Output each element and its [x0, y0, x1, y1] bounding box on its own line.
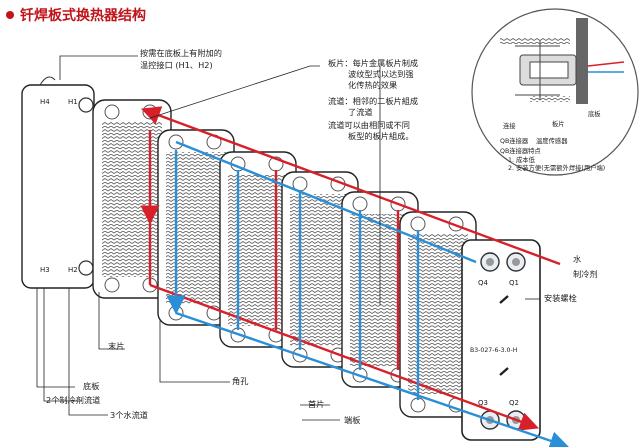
cover-plate	[461, 239, 541, 441]
inset-feature-1: 1. 成本低	[508, 155, 536, 164]
port-h2	[78, 260, 94, 276]
inset-label-plate: 板片	[552, 119, 565, 128]
callout-refrigerant-channels: 2个制冷剂流道	[46, 395, 100, 405]
refrigerant-flow	[140, 106, 561, 431]
label-h4: H4	[40, 98, 50, 106]
inset-features-title: QB连接器特点	[500, 146, 541, 155]
temp-sensor-body	[529, 61, 569, 79]
inset-label-qb-connector: QB连接器	[500, 136, 529, 145]
inset-label-temp-sensor: 温度传感器	[536, 136, 568, 145]
callout-cover-plate: 端板	[344, 415, 360, 425]
callout-channel-4: 板型的板片組成。	[348, 131, 414, 141]
water-flow	[166, 140, 570, 447]
callout-mounting-stud: 安装螺栓	[544, 293, 577, 303]
callout-channel-3: 流道可以由相同或不同	[328, 120, 410, 130]
label-h2: H2	[68, 266, 78, 274]
diagram-title: 钎焊板式换热器结构	[6, 5, 146, 25]
callout-channel-1: 流道：相邻的二板片組成	[328, 96, 418, 106]
model-code: B3-027-6-3.0-H	[470, 347, 518, 354]
mounting-stud-top	[499, 295, 509, 304]
callout-refrigerant: 制冷剂	[573, 269, 598, 279]
label-q1: Q1	[509, 279, 519, 287]
callout-corner-hole: 角孔	[232, 376, 248, 386]
callout-channel-2: 了流道	[348, 107, 373, 117]
label-h1: H1	[68, 98, 78, 106]
label-q2: Q2	[509, 399, 519, 407]
callout-end-plate: 末片	[108, 341, 124, 351]
qb-connector-inset: 连接 板片 底板 QB连接器 温度传感器 QB连接器特点 1. 成本低 2. 安…	[471, 8, 639, 176]
callout-top-plate: 首片	[308, 399, 324, 409]
callout-water: 水	[573, 254, 581, 264]
inset-label-base-plate: 底板	[588, 109, 601, 118]
title-bullet	[6, 11, 14, 19]
base-plate	[21, 76, 95, 289]
callout-temp-port-1: 按需在底板上有附加的	[140, 48, 222, 58]
inset-wall	[576, 18, 588, 104]
callout-plate-1: 板片：每片金属板片制成	[328, 58, 418, 68]
port-h1	[78, 97, 94, 113]
callout-plate-2: 波纹型式以达到强	[348, 69, 414, 79]
mounting-stud-bottom	[499, 367, 509, 376]
label-q3: Q3	[478, 399, 488, 407]
base-plate-lug	[39, 76, 56, 86]
title-text: 钎焊板式换热器结构	[20, 8, 146, 24]
label-h3: H3	[40, 266, 50, 274]
label-q4: Q4	[478, 279, 489, 287]
callout-base-plate: 底板	[83, 381, 99, 391]
leader-lines	[36, 55, 540, 421]
inset-label-connector: 连接	[503, 121, 516, 130]
callout-plate-3: 化传热的效果	[348, 80, 397, 90]
callout-temp-port-2: 温控接口 (H1、H2)	[140, 60, 213, 70]
inset-feature-2: 2. 安装方便(无需额外焊接(用户端)	[508, 163, 605, 172]
callout-water-channels: 3个水流道	[110, 410, 148, 420]
